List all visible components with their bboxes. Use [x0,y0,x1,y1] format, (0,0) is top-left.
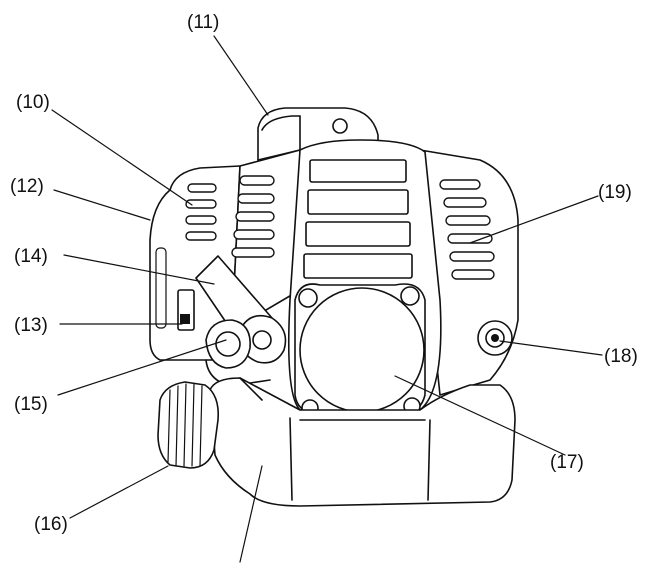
fuel-tank [209,377,516,507]
side-panel [231,149,301,331]
callout-13: (13) [14,315,48,336]
callout-19: (19) [598,182,632,203]
callout-labels: (11) (10) (12) (19) (14) (13) (18) (15) … [10,12,638,535]
callout-16: (16) [34,514,68,535]
left-housing [149,165,241,361]
callout-17: (17) [550,452,584,473]
rope-guide [205,319,271,387]
right-housing [419,149,519,396]
fuel-cap [157,381,220,469]
callout-14: (14) [14,246,48,267]
callout-18: (18) [604,346,638,367]
leader-lines [51,35,603,563]
callout-10: (10) [16,92,50,113]
recoil-starter [294,283,426,417]
callout-11: (11) [187,12,219,33]
callout-12: (12) [10,176,44,197]
callout-15: (15) [14,394,48,415]
